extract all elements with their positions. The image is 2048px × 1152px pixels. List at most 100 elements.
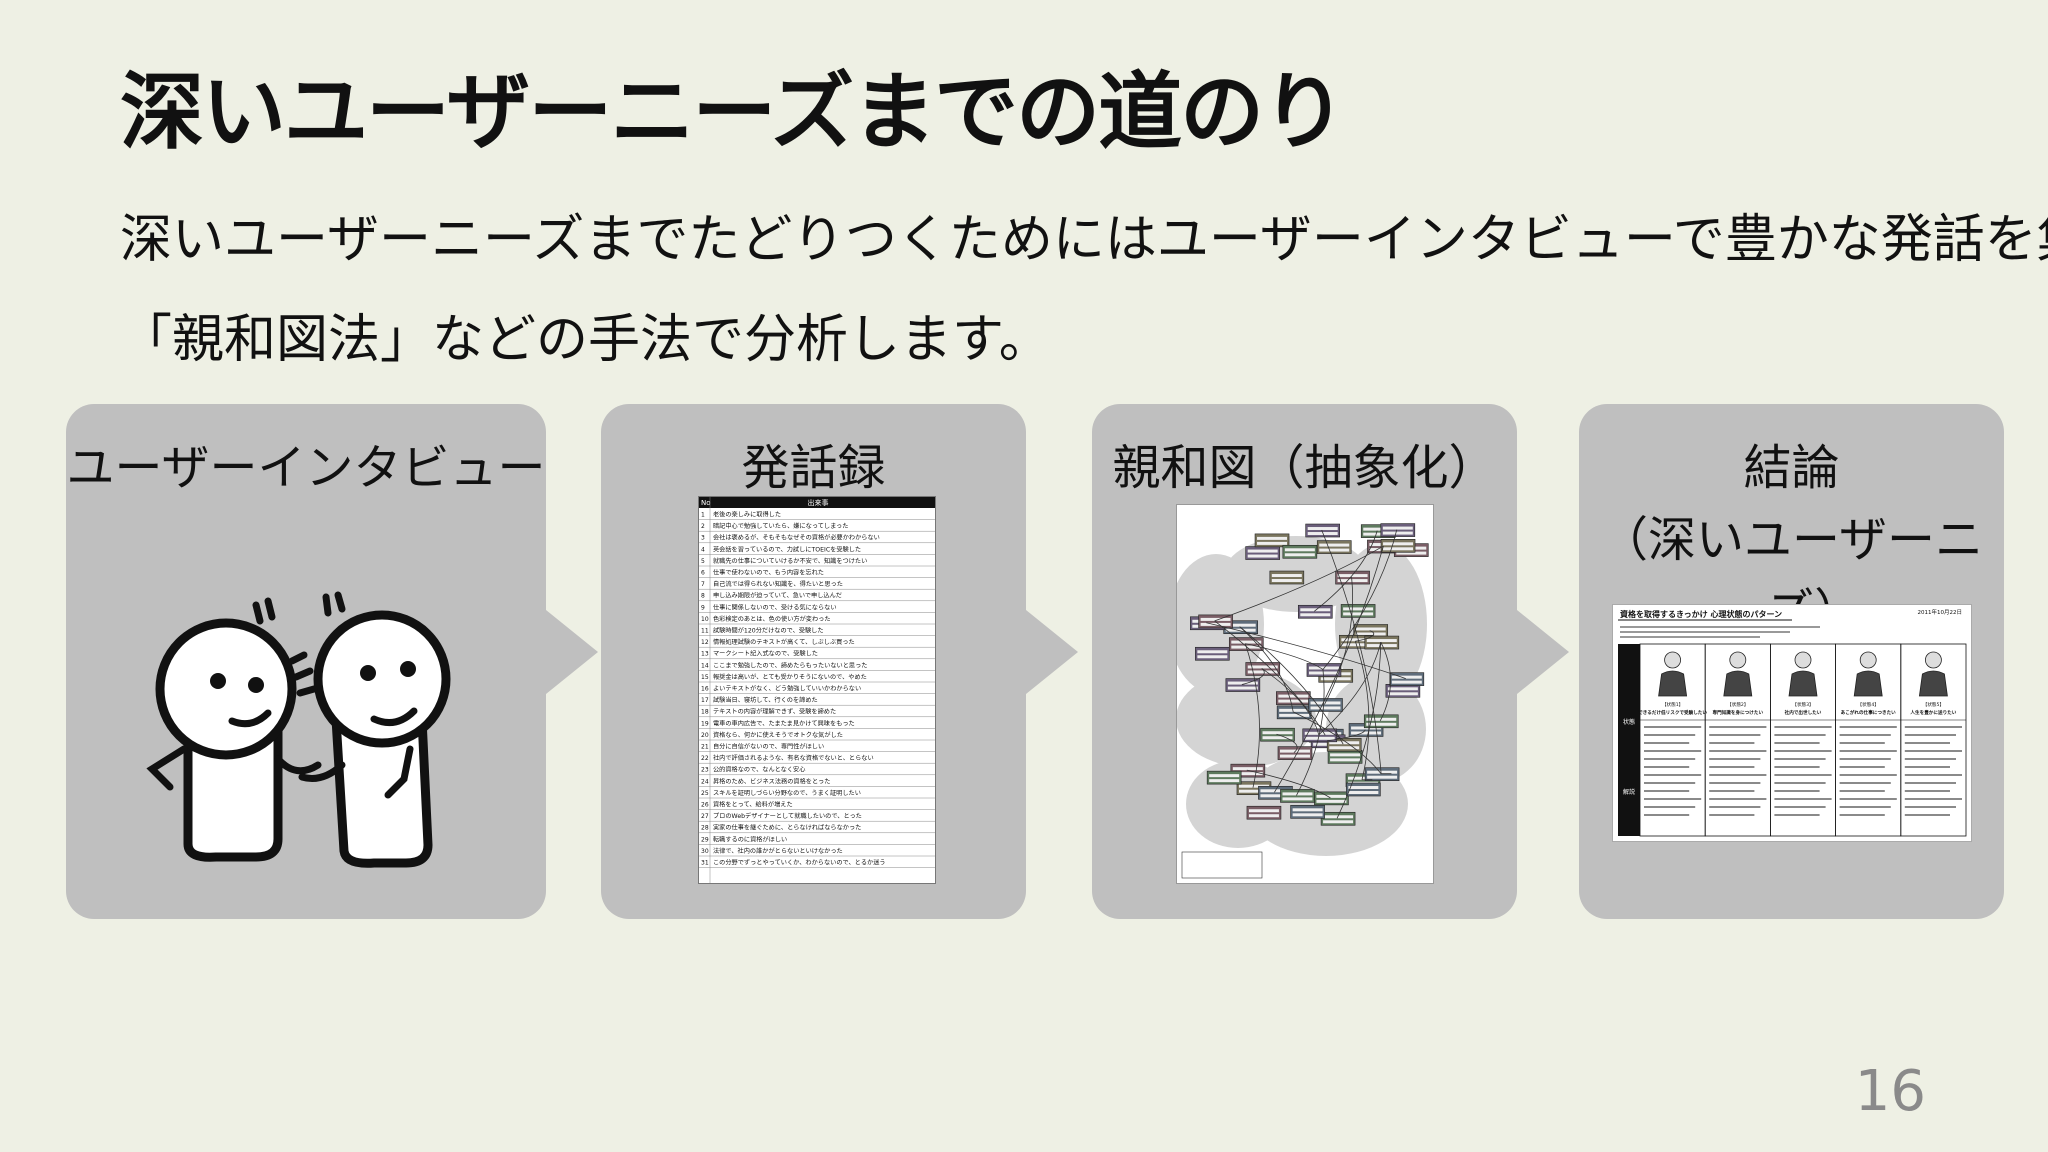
affinity-card-text bbox=[1300, 613, 1331, 617]
transcript-row-number: 7 bbox=[701, 581, 705, 588]
conclusion-desc-text bbox=[1839, 742, 1885, 744]
transcript-row-text: 自己流では得られない知識を、得たいと思った bbox=[713, 580, 843, 588]
conclusion-desc-text bbox=[1904, 734, 1956, 736]
conclusion-pattern-step: 【状態4】 bbox=[1858, 701, 1879, 708]
flow-arrow-3 bbox=[1517, 610, 1569, 694]
conclusion-desc-text bbox=[1774, 726, 1832, 728]
transcript-row-number: 13 bbox=[701, 651, 709, 658]
conclusion-pattern-label: 社内で出世したい bbox=[1784, 709, 1822, 716]
affinity-card-text bbox=[1348, 791, 1379, 795]
transcript-row-number: 11 bbox=[701, 628, 709, 635]
affinity-card-header bbox=[1195, 646, 1230, 661]
conclusion-desc-text bbox=[1904, 806, 1956, 808]
affinity-card-text bbox=[1310, 706, 1341, 710]
conclusion-row-label-desc: 解説 bbox=[1623, 788, 1635, 796]
conclusion-desc-text bbox=[1774, 806, 1826, 808]
affinity-card bbox=[1269, 570, 1305, 585]
transcript-row-text: 資格なら、何かに使えそうでオトクな気がした bbox=[713, 731, 843, 739]
affinity-card-text bbox=[1284, 548, 1315, 552]
transcript-row-number: 6 bbox=[701, 570, 705, 577]
conclusion-desc-text bbox=[1904, 782, 1956, 784]
transcript-border bbox=[698, 496, 936, 884]
conclusion-desc-text bbox=[1709, 758, 1761, 760]
affinity-card-text bbox=[1238, 789, 1269, 793]
affinity-card bbox=[1380, 539, 1416, 553]
card-affinity-diagram: 親和図（抽象化） bbox=[1092, 404, 1517, 919]
conclusion-desc-text bbox=[1839, 750, 1897, 752]
affinity-card-text bbox=[1260, 794, 1291, 798]
affinity-link-line bbox=[1244, 643, 1260, 788]
affinity-card-text bbox=[1279, 749, 1310, 753]
affinity-link-line bbox=[1379, 641, 1391, 721]
conclusion-pattern-label: あこがれの仕事につきたい bbox=[1841, 709, 1897, 716]
affinity-card-text bbox=[1355, 632, 1386, 636]
affinity-card-text bbox=[1367, 770, 1398, 774]
conclusion-desc-text bbox=[1904, 798, 1962, 800]
conclusion-desc-text bbox=[1904, 766, 1950, 768]
affinity-link-line bbox=[1322, 529, 1398, 670]
affinity-card-text bbox=[1387, 692, 1418, 696]
affinity-card-text bbox=[1279, 708, 1310, 712]
conclusion-desc-text bbox=[1709, 806, 1761, 808]
conclusion-desc-text bbox=[1709, 726, 1767, 728]
transcript-row-text: 情報処理試験のテキストが高くて、しぶしぶ買った bbox=[713, 638, 855, 646]
affinity-card-text bbox=[1292, 808, 1323, 812]
conclusion-desc-text bbox=[1644, 750, 1702, 752]
affinity-card-text bbox=[1383, 542, 1414, 546]
transcript-row-number: 5 bbox=[701, 558, 705, 565]
transcript-row-number: 9 bbox=[701, 604, 705, 611]
person-body bbox=[1723, 670, 1753, 697]
affinity-card-text bbox=[1329, 746, 1360, 750]
affinity-card-text bbox=[1367, 775, 1398, 779]
conclusion-desc-text bbox=[1839, 726, 1897, 728]
affinity-card-text bbox=[1284, 553, 1315, 557]
person-body bbox=[1788, 670, 1818, 697]
conclusion-desc-text bbox=[1774, 758, 1826, 760]
transcript-row-text: 昇格のため、ビジネス法務の資格をとった bbox=[713, 777, 830, 785]
affinity-link-line bbox=[1314, 530, 1378, 612]
transcript-row-text: この分野でずっとやっていくか、わからないので、とるか迷う bbox=[713, 859, 886, 867]
affinity-card-header bbox=[1385, 684, 1421, 698]
card-title-line-1: 結論 bbox=[1743, 440, 1840, 496]
card-conclusion: 結論 （深いユーザーニーズ） 資格を取得するきっかけ 心理状態のパターン2011… bbox=[1579, 404, 2004, 919]
affinity-card-text bbox=[1319, 548, 1350, 552]
conclusion-desc-text bbox=[1644, 806, 1696, 808]
affinity-card-text bbox=[1330, 753, 1361, 757]
affinity-card-text bbox=[1300, 608, 1331, 612]
conclusion-desc-text bbox=[1839, 758, 1891, 760]
affinity-card bbox=[1206, 770, 1242, 785]
affinity-card bbox=[1380, 523, 1416, 537]
affinity-card bbox=[1364, 767, 1400, 781]
conclusion-pattern-label: 人生を豊かに送りたい bbox=[1909, 709, 1956, 716]
transcript-header-text: 出来事 bbox=[808, 498, 829, 507]
transcript-row-number: 1 bbox=[701, 512, 705, 519]
affinity-card-header bbox=[1364, 635, 1400, 650]
affinity-card-text bbox=[1347, 776, 1378, 780]
transcript-row-number: 24 bbox=[701, 778, 709, 785]
affinity-card-text bbox=[1247, 549, 1278, 553]
person-body bbox=[1853, 670, 1883, 697]
affinity-card-text bbox=[1209, 779, 1240, 783]
conclusion-desc-text bbox=[1644, 766, 1690, 768]
affinity-card-text bbox=[1197, 655, 1228, 659]
conclusion-desc-text bbox=[1709, 766, 1755, 768]
affinity-card-header bbox=[1280, 789, 1315, 803]
affinity-card bbox=[1335, 570, 1370, 585]
affinity-card-text bbox=[1279, 754, 1310, 758]
transcript-header-bar bbox=[698, 496, 936, 508]
conclusion-intro-text bbox=[1620, 626, 1820, 628]
affinity-card-text bbox=[1363, 532, 1394, 536]
card-title: 結論 （深いユーザーニーズ） bbox=[1579, 432, 2004, 648]
slide-subtitle: 深いユーザーニーズまでたどりつくためにはユーザーインタビューで豊かな発話を集め … bbox=[120, 190, 2048, 390]
transcript-row-text: 暗記中心で勉強していたら、嫌になってしまった bbox=[713, 522, 848, 530]
transcript-row-number: 25 bbox=[701, 790, 709, 797]
transcript-row-text: 社内で評価されるような、有名な資格でないと、とらない bbox=[713, 754, 874, 762]
card-user-interview: ユーザーインタビュー bbox=[66, 404, 546, 919]
affinity-card-header bbox=[1363, 714, 1399, 729]
conclusion-desc-text bbox=[1839, 774, 1897, 776]
affinity-link-line bbox=[1354, 641, 1370, 780]
affinity-card-header bbox=[1297, 604, 1333, 619]
transcript-row-number: 30 bbox=[701, 848, 709, 855]
affinity-card-text bbox=[1304, 736, 1335, 740]
